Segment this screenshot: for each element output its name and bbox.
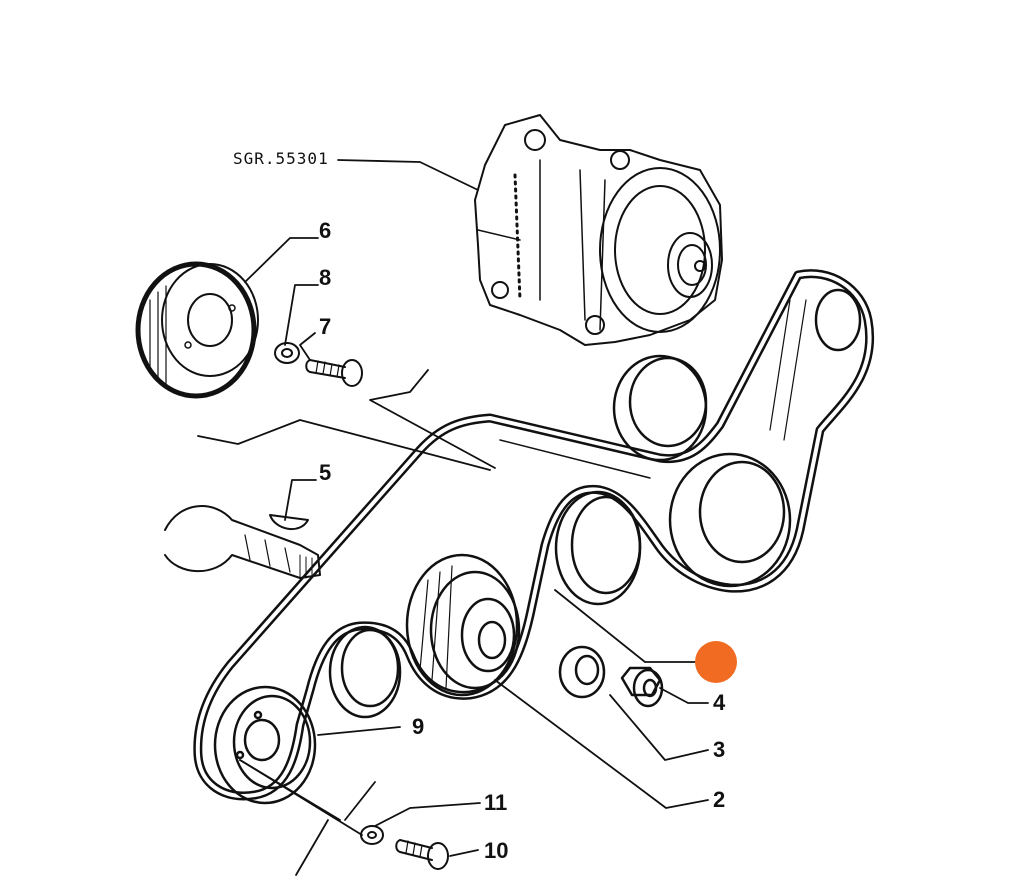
part-label-9: 9 — [412, 714, 425, 739]
washer-part-11 — [360, 825, 384, 845]
key-part-5 — [269, 514, 309, 530]
washer-part-8 — [274, 342, 300, 364]
part-1-hotspot[interactable] — [695, 641, 737, 683]
tensioner-pulley-part-2 — [405, 553, 521, 697]
part-label-4: 4 — [713, 690, 726, 715]
crankshaft-end-illustration — [164, 505, 321, 579]
label-leader-lines — [244, 237, 709, 857]
bolt-part-7 — [305, 359, 363, 387]
washer-part-3 — [558, 645, 606, 699]
part-label-11: 11 — [484, 790, 508, 815]
part-label-6: 6 — [319, 218, 332, 243]
part-label-2: 2 — [713, 787, 726, 812]
middle-idler-pulley — [554, 490, 642, 606]
nut-part-4 — [620, 666, 664, 708]
part-label-5: 5 — [319, 460, 332, 485]
part-label-8: 8 — [319, 265, 332, 290]
bolt-part-10 — [395, 839, 449, 870]
lower-idler-pulley — [328, 625, 402, 719]
reference-code: SGR.55301 — [233, 149, 329, 168]
large-tensioner-pulley — [668, 452, 792, 588]
part-label-7: 7 — [319, 314, 332, 339]
assembly-guide-lines — [197, 369, 496, 876]
pulley-part-6 — [135, 261, 259, 399]
alternator-drive-pulley — [814, 288, 862, 352]
upper-idler-pulley — [612, 354, 708, 462]
leader-line-ref — [337, 159, 479, 191]
alternator-illustration — [474, 114, 723, 346]
part-label-3: 3 — [713, 737, 726, 762]
part-label-10: 10 — [484, 838, 509, 863]
crankshaft-pulley-part-9 — [213, 685, 317, 805]
